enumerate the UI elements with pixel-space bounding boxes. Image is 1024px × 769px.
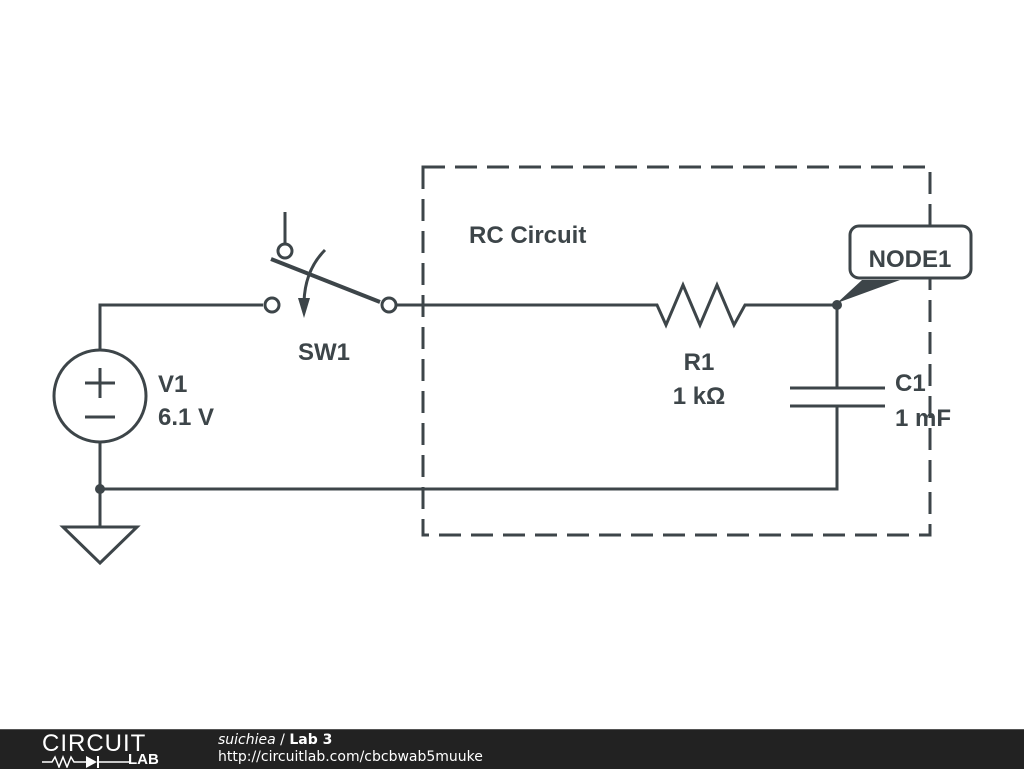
project-title[interactable]: Lab 3 <box>289 732 333 748</box>
wire-v1-to-switch <box>98 303 263 350</box>
junction-dot <box>832 300 842 310</box>
r1-name-label: R1 <box>684 349 715 376</box>
r1-value-label: 1 kΩ <box>673 383 726 410</box>
circuit-url[interactable]: http://circuitlab.com/cbcbwab5muuke <box>218 749 483 765</box>
wire-c1-to-ground <box>100 406 839 491</box>
junction-dot <box>95 484 105 494</box>
circuit-meta: suichiea / Lab 3 http://circuitlab.com/c… <box>218 732 483 766</box>
resistor-r1[interactable] <box>645 281 752 329</box>
v1-value-label: 6.1 V <box>158 404 214 431</box>
logo-top-text: CIRCUIT <box>42 730 147 757</box>
logo-bottom-text: LAB <box>128 751 159 768</box>
voltage-source-v1[interactable] <box>52 348 148 444</box>
c1-name-label: C1 <box>895 370 926 397</box>
capacitor-c1[interactable] <box>790 386 885 408</box>
circuitlab-logo[interactable]: CIRCUIT LAB <box>42 732 176 768</box>
node1-text: NODE1 <box>869 246 952 273</box>
c1-value-label: 1 mF <box>895 405 951 432</box>
v1-name-label: V1 <box>158 371 187 398</box>
group-label: RC Circuit <box>469 222 586 249</box>
node-label-node1[interactable]: NODE1 <box>837 224 973 303</box>
switch-name-label: SW1 <box>298 339 350 366</box>
schematic-canvas: NODE1 RC Circuit SW1 V1 6.1 V R1 1 kΩ C1… <box>52 165 973 566</box>
switch-sw1[interactable] <box>263 212 398 318</box>
rc-circuit-group-box[interactable] <box>421 165 932 537</box>
user-link[interactable]: suichiea <box>218 732 276 748</box>
separator: / <box>275 732 290 748</box>
ground-icon[interactable] <box>59 525 141 566</box>
resistor-diode-logo-icon <box>42 754 130 768</box>
footer-bar: CIRCUIT LAB suichiea / Lab 3 http://circ… <box>0 729 1024 769</box>
